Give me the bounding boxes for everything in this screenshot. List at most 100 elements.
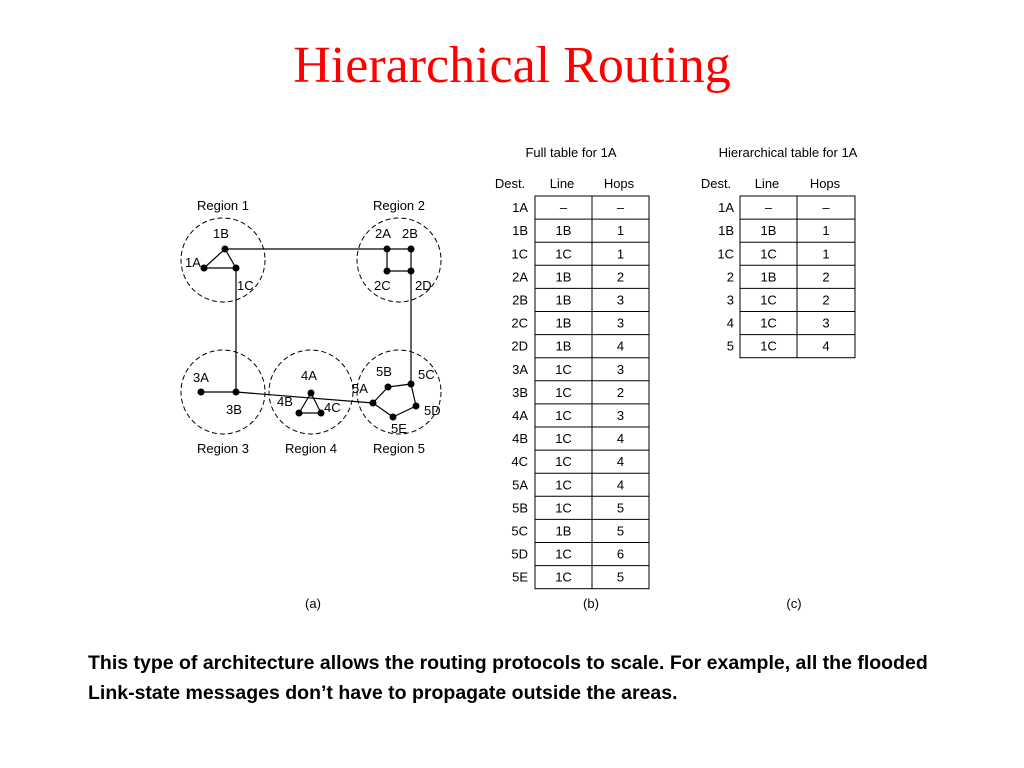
hier-table-dest-cell: 4: [727, 316, 734, 331]
full-table-line-cell: 1C: [555, 500, 572, 515]
hier-table-dest-cell: 1C: [717, 246, 734, 261]
region-4-boundary: [268, 349, 354, 435]
full-table-dest-cell: 2A: [512, 269, 528, 284]
full-table-dest-cell: 2C: [511, 316, 528, 331]
full-table-dest-cell: 2D: [511, 339, 528, 354]
hier-table-line-cell: 1C: [760, 339, 777, 354]
full-table-line-cell: 1C: [555, 385, 572, 400]
full-table-line-cell: 1C: [555, 408, 572, 423]
region-3-boundary: [180, 349, 266, 435]
hier-table-line-cell: 1C: [760, 246, 777, 261]
full-table-line-cell: 1C: [555, 362, 572, 377]
router-5a: [369, 399, 377, 407]
full-table-dest-cell: 4A: [512, 408, 528, 423]
full-table-line-cell: 1B: [556, 316, 572, 331]
full-table-hops-cell: 1: [617, 223, 624, 238]
full-table-hops-cell: 5: [617, 500, 624, 515]
router-3b: [232, 388, 240, 396]
router-label: 5D: [424, 403, 441, 418]
full-table-hops-cell: 5: [617, 523, 624, 538]
full-table-hops-cell: 4: [617, 431, 624, 446]
column-header-dest: Dest.: [701, 176, 731, 191]
network-diagram: Region 1 Region 2 Region 3 Region 4 Regi…: [180, 198, 442, 611]
router-1b: [221, 245, 229, 253]
router-label: 4B: [277, 394, 293, 409]
full-table-hops-cell: 2: [617, 385, 624, 400]
router-label: 2A: [375, 226, 391, 241]
hier-table-dest-cell: 5: [727, 339, 734, 354]
link-3b-5a: [235, 391, 374, 404]
figure-caption-c: (c): [786, 596, 801, 611]
hier-table-dest-cell: 1B: [718, 223, 734, 238]
full-table-title: Full table for 1A: [525, 145, 616, 160]
hier-table-hops-cell: 1: [822, 246, 829, 261]
link-5e-5a: [372, 402, 394, 418]
full-table-dest-cell: 3B: [512, 385, 528, 400]
full-table-line-cell: 1B: [556, 339, 572, 354]
router-label: 2D: [415, 278, 432, 293]
full-table-line-cell: 1C: [555, 547, 572, 562]
router-2d: [407, 267, 415, 275]
region-label: Region 2: [373, 198, 425, 213]
hierarchical-routing-figure: Region 1 Region 2 Region 3 Region 4 Regi…: [180, 145, 858, 611]
full-table-dest-cell: 5C: [511, 523, 528, 538]
link-5a-5b: [372, 386, 389, 404]
router-label: 2B: [402, 226, 418, 241]
full-table-dest-cell: 5D: [511, 547, 528, 562]
router-label: 3A: [193, 370, 209, 385]
router-label: 2C: [374, 278, 391, 293]
router-2c: [383, 267, 391, 275]
full-table-hops-cell: 3: [617, 362, 624, 377]
full-table-hops-cell: 3: [617, 408, 624, 423]
full-table-hops-cell: 3: [617, 316, 624, 331]
full-table-hops-cell: 5: [617, 570, 624, 585]
region-1-boundary: [180, 217, 266, 303]
router-1a: [200, 264, 208, 272]
hier-table-hops-cell: 1: [822, 223, 829, 238]
hier-table-dest-cell: 1A: [718, 200, 734, 215]
router-2b: [407, 245, 415, 253]
full-table-dest-cell: 4B: [512, 431, 528, 446]
region-label: Region 3: [197, 441, 249, 456]
router-label: 4A: [301, 368, 317, 383]
hier-table-line-cell: –: [765, 200, 773, 215]
links: [201, 248, 417, 418]
column-header-line: Line: [550, 176, 575, 191]
router-5b: [384, 383, 392, 391]
router-label: 5B: [376, 364, 392, 379]
router-5e: [389, 413, 397, 421]
full-table-line-cell: 1C: [555, 570, 572, 585]
full-table-dest-cell: 5B: [512, 500, 528, 515]
full-table-hops-cell: 2: [617, 269, 624, 284]
figure-caption-b: (b): [583, 596, 599, 611]
figure-caption-a: (a): [305, 596, 321, 611]
hier-table-hops-cell: 2: [822, 269, 829, 284]
full-table-dest-cell: 1B: [512, 223, 528, 238]
router-label: 4C: [324, 400, 341, 415]
full-table-hops-cell: –: [617, 200, 625, 215]
column-header-dest: Dest.: [495, 176, 525, 191]
full-table-dest-cell: 1A: [512, 200, 528, 215]
full-table-hops-cell: 4: [617, 477, 624, 492]
routers: [197, 245, 420, 421]
link-5c-5d: [410, 383, 417, 407]
router-4b: [295, 409, 303, 417]
hier-table-hops-cell: 3: [822, 316, 829, 331]
hier-table-hops-cell: 4: [822, 339, 829, 354]
full-table-dest-cell: 2B: [512, 292, 528, 307]
full-table-line-cell: 1B: [556, 223, 572, 238]
router-5d: [412, 402, 420, 410]
router-3a: [197, 388, 205, 396]
hier-table-title: Hierarchical table for 1A: [719, 145, 858, 160]
router-4a: [307, 389, 315, 397]
full-table-dest-cell: 5A: [512, 477, 528, 492]
column-header-hops: Hops: [810, 176, 841, 191]
full-table-dest-cell: 4C: [511, 454, 528, 469]
router-label: 5E: [391, 421, 407, 436]
link-1a-1b: [203, 248, 226, 269]
router-label: 3B: [226, 402, 242, 417]
full-routing-table: Full table for 1A Dest. Line Hops 1A––1B…: [495, 145, 650, 611]
link-5b-5c: [387, 383, 412, 388]
router-label: 1B: [213, 226, 229, 241]
